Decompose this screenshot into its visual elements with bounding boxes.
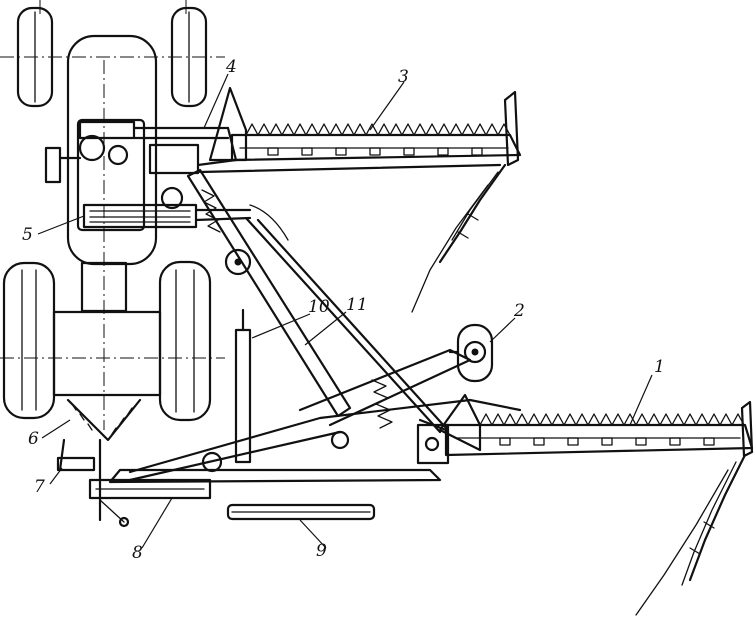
label-10: 10 [308, 297, 330, 317]
rear-outer-shoe [740, 400, 754, 458]
rear-drive-head [416, 423, 450, 465]
callout-labels: 1 2 3 4 5 6 7 8 9 10 11 [22, 57, 665, 563]
belt-drive-9 [226, 503, 376, 521]
front-guards [267, 147, 483, 156]
chain-links [71, 403, 133, 435]
hitch-chains [66, 398, 142, 442]
front-finger-bar [230, 133, 522, 162]
tractor-mid-frame [76, 118, 146, 232]
label-5: 5 [22, 225, 33, 245]
rear-push-bar-lower [128, 430, 342, 482]
lower-cross-frame [108, 468, 442, 484]
front-outer-shoe [503, 90, 520, 167]
hydraulic-cylinder-8 [88, 478, 212, 500]
hydraulic-tank [224, 248, 252, 276]
hitch-plate-7 [56, 456, 96, 472]
label-1: 1 [654, 357, 665, 377]
drive-shaft [99, 499, 125, 523]
label-4: 4 [225, 57, 237, 77]
front-inner-shoe [208, 86, 248, 162]
tractor [0, 0, 225, 430]
label-7: 7 [34, 477, 45, 497]
draw-bar-6 [58, 438, 66, 472]
crank-pulley [160, 186, 184, 210]
tie-rod [244, 216, 442, 434]
idler-pulley [107, 144, 129, 166]
rear-left-wheel [2, 261, 56, 420]
gear-box [148, 143, 200, 175]
central-hinge [201, 451, 223, 473]
rear-finger-bar [444, 423, 754, 457]
front-drive-mechanism [44, 120, 289, 276]
rear-swath-board [688, 453, 747, 582]
label-8: 8 [132, 543, 143, 563]
rear-push-bar [128, 398, 522, 474]
balance-spring [371, 379, 393, 429]
rear-right-wheel [158, 260, 212, 422]
side-plate [44, 146, 62, 184]
rear-hinge [330, 430, 350, 450]
label-11: 11 [346, 295, 368, 315]
callout-lines [37, 73, 653, 549]
rear-cutter-bar [416, 393, 754, 616]
leaf-spring-5 [82, 203, 198, 229]
label-3: 3 [398, 67, 409, 87]
lift-spring [201, 189, 221, 233]
drive-pulley [78, 134, 106, 162]
label-9: 9 [316, 541, 327, 561]
front-grass-board [411, 184, 489, 313]
reflector-2 [448, 323, 494, 383]
tie-rod-parallel [256, 218, 448, 430]
front-bracket [78, 120, 136, 140]
lift-arm [298, 348, 472, 427]
rear-axle-housing [52, 310, 162, 397]
main-frame [56, 168, 522, 528]
front-knife-teeth [245, 123, 511, 136]
control-cable [249, 204, 289, 241]
rear-knife-teeth [479, 413, 745, 426]
beam-11 [186, 168, 352, 418]
rear-grass-board [635, 469, 729, 616]
front-swath-board [438, 163, 507, 264]
label-6: 6 [28, 429, 39, 449]
rear-guards [499, 437, 715, 446]
rear-swath-rod [681, 461, 737, 586]
front-cutter-bar [196, 86, 522, 313]
label-2: 2 [513, 301, 525, 321]
